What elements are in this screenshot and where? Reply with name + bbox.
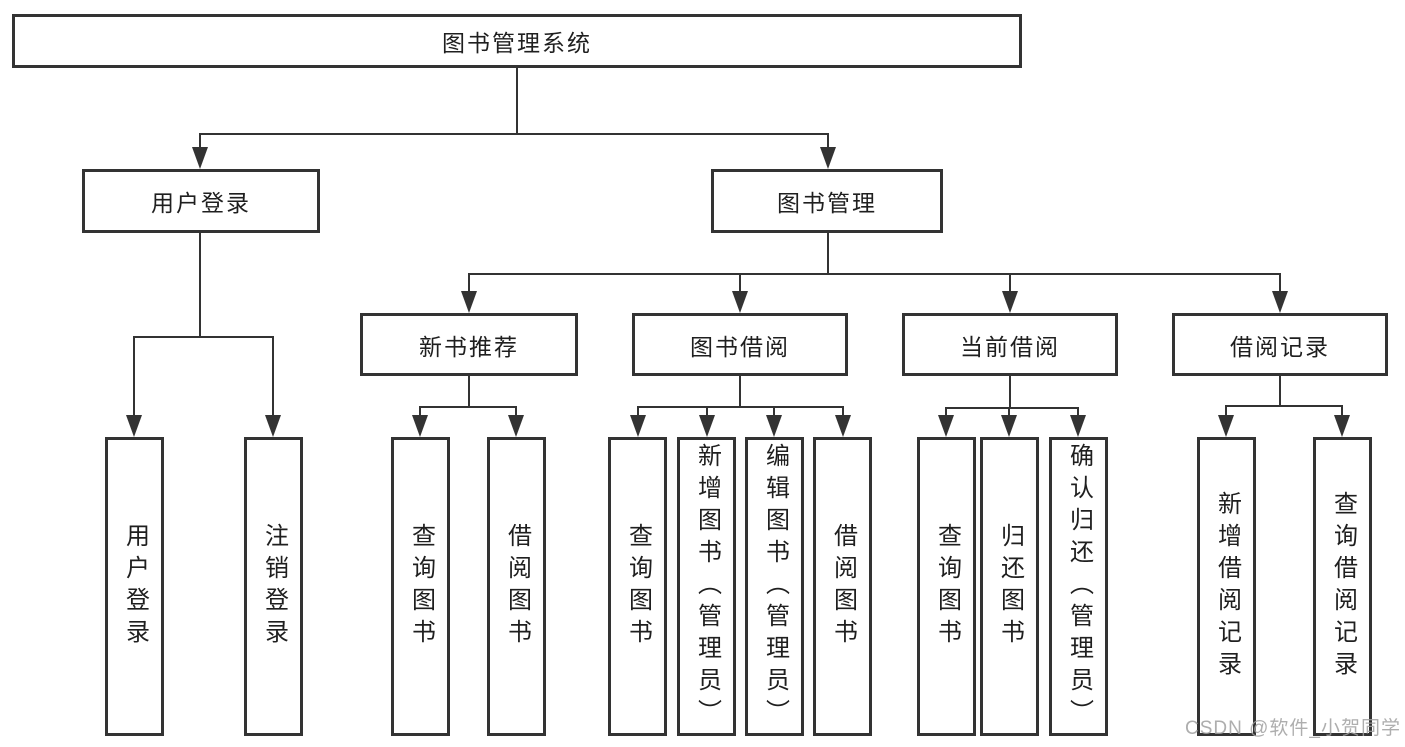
- connector-current-drop-2: [1008, 407, 1010, 416]
- arrow-down-icon: [126, 415, 142, 437]
- leaf-logout: 注销登录: [244, 437, 303, 736]
- connector-borrow-drop-2: [706, 406, 708, 416]
- arrow-down-icon: [630, 415, 646, 437]
- csdn-watermark: CSDN @软件_小贺同学: [1185, 718, 1401, 739]
- connector-records-crossbar: [1226, 405, 1343, 407]
- arrow-down-icon: [766, 415, 782, 437]
- arrow-down-icon: [1334, 415, 1350, 437]
- leaf-bb-query-books-label: 查询图书: [624, 522, 652, 651]
- connector-mgmt-stem: [827, 231, 829, 273]
- connector-root-stem: [516, 66, 518, 133]
- leaf-logout-label: 注销登录: [260, 522, 288, 651]
- connector-current-stem: [1009, 374, 1011, 407]
- leaf-cb-confirm-return-admin-label: 确认归还（管理员）: [1065, 442, 1093, 731]
- connector-login-drop-2: [272, 336, 274, 416]
- connector-root-drop-right: [827, 133, 829, 151]
- arrow-down-icon: [508, 415, 524, 437]
- node-book-management: 图书管理: [711, 169, 943, 233]
- node-book-management-label: 图书管理: [777, 190, 877, 216]
- leaf-user-login-label: 用户登录: [121, 522, 149, 651]
- leaf-cb-confirm-return-admin: 确认归还（管理员）: [1049, 437, 1108, 736]
- connector-current-drop-1: [945, 407, 947, 416]
- leaf-rec-borrow-books: 借阅图书: [487, 437, 546, 736]
- arrow-down-icon: [265, 415, 281, 437]
- arrow-down-icon: [192, 147, 208, 169]
- connector-mgmt-drop-3: [1009, 273, 1011, 295]
- connector-rec-stem: [468, 374, 470, 406]
- connector-root-drop-left: [199, 133, 201, 151]
- arrow-down-icon: [938, 415, 954, 437]
- node-book-borrow-label: 图书借阅: [690, 333, 790, 360]
- connector-borrow-drop-3: [773, 406, 775, 416]
- connector-current-drop-3: [1077, 407, 1079, 416]
- connector-rec-crossbar: [420, 406, 517, 408]
- arrow-down-icon: [1001, 415, 1017, 437]
- leaf-bb-add-books-admin-label: 新增图书（管理员）: [693, 442, 721, 731]
- connector-borrow-drop-1: [637, 406, 639, 416]
- leaf-br-query-record-label: 查询借阅记录: [1329, 490, 1357, 683]
- node-current-borrow: 当前借阅: [902, 313, 1118, 376]
- leaf-br-query-record: 查询借阅记录: [1313, 437, 1372, 736]
- arrow-down-icon: [699, 415, 715, 437]
- leaf-user-login: 用户登录: [105, 437, 164, 736]
- leaf-bb-query-books: 查询图书: [608, 437, 667, 736]
- node-user-login: 用户登录: [82, 169, 320, 233]
- leaf-cb-query-books: 查询图书: [917, 437, 976, 736]
- node-library-system-label: 图书管理系统: [442, 30, 592, 56]
- leaf-rec-query-books: 查询图书: [391, 437, 450, 736]
- leaf-rec-query-books-label: 查询图书: [407, 522, 435, 651]
- node-book-borrow: 图书借阅: [632, 313, 848, 376]
- connector-rec-drop-1: [419, 406, 421, 416]
- arrow-down-icon: [732, 291, 748, 313]
- node-borrow-records: 借阅记录: [1172, 313, 1388, 376]
- leaf-bb-borrow-books-label: 借阅图书: [829, 522, 857, 651]
- connector-root-crossbar: [200, 133, 829, 135]
- leaf-cb-return-books-label: 归还图书: [996, 522, 1024, 651]
- connector-login-crossbar: [133, 336, 274, 338]
- node-library-system: 图书管理系统: [12, 14, 1022, 68]
- connector-borrow-drop-4: [842, 406, 844, 416]
- node-borrow-records-label: 借阅记录: [1230, 333, 1330, 360]
- arrow-down-icon: [820, 147, 836, 169]
- leaf-cb-return-books: 归还图书: [980, 437, 1039, 736]
- arrow-down-icon: [835, 415, 851, 437]
- arrow-down-icon: [1218, 415, 1234, 437]
- node-new-book-recommend-label: 新书推荐: [419, 333, 519, 360]
- connector-login-stem: [199, 231, 201, 336]
- connector-login-drop-1: [133, 336, 135, 416]
- connector-borrow-stem: [739, 374, 741, 406]
- leaf-br-add-record: 新增借阅记录: [1197, 437, 1256, 736]
- connector-records-drop-2: [1341, 405, 1343, 416]
- leaf-rec-borrow-books-label: 借阅图书: [503, 522, 531, 651]
- connector-records-drop-1: [1225, 405, 1227, 416]
- leaf-bb-add-books-admin: 新增图书（管理员）: [677, 437, 736, 736]
- node-current-borrow-label: 当前借阅: [960, 333, 1060, 360]
- node-user-login-label: 用户登录: [151, 190, 251, 216]
- arrow-down-icon: [1002, 291, 1018, 313]
- connector-records-stem: [1279, 374, 1281, 405]
- arrow-down-icon: [461, 291, 477, 313]
- leaf-cb-query-books-label: 查询图书: [933, 522, 961, 651]
- leaf-br-add-record-label: 新增借阅记录: [1213, 490, 1241, 683]
- leaf-bb-edit-books-admin-label: 编辑图书（管理员）: [761, 442, 789, 731]
- node-new-book-recommend: 新书推荐: [360, 313, 578, 376]
- connector-mgmt-crossbar: [468, 273, 1280, 275]
- arrow-down-icon: [1070, 415, 1086, 437]
- arrow-down-icon: [412, 415, 428, 437]
- connector-mgmt-drop-1: [468, 273, 470, 295]
- leaf-bb-borrow-books: 借阅图书: [813, 437, 872, 736]
- connector-borrow-crossbar: [638, 406, 844, 408]
- leaf-bb-edit-books-admin: 编辑图书（管理员）: [745, 437, 804, 736]
- arrow-down-icon: [1272, 291, 1288, 313]
- connector-mgmt-drop-2: [739, 273, 741, 295]
- connector-current-crossbar: [946, 407, 1079, 409]
- connector-rec-drop-2: [515, 406, 517, 416]
- connector-mgmt-drop-4: [1279, 273, 1281, 295]
